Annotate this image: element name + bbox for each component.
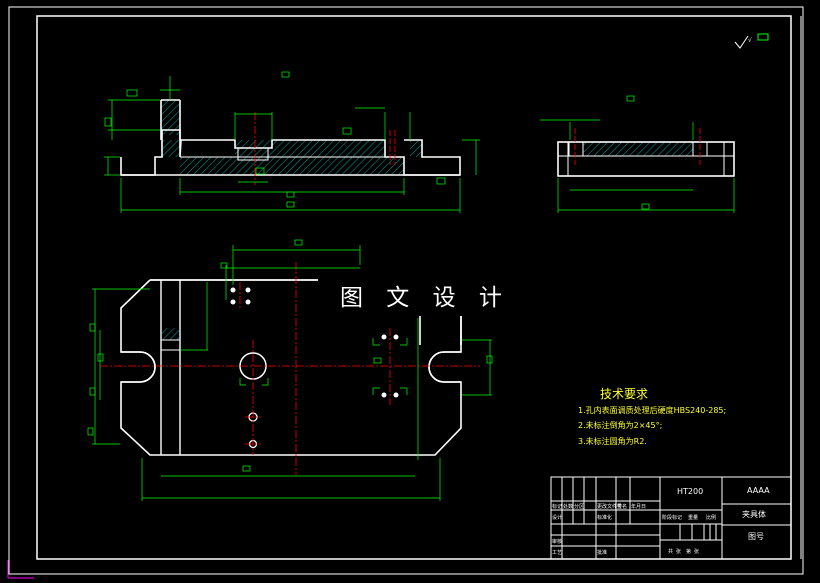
tb-label-signature: 签名 <box>617 504 628 510</box>
tb-label-change-doc: 更改文件号 <box>597 504 623 510</box>
sheet-border <box>8 6 804 575</box>
part-name: 夹具体 <box>742 510 766 519</box>
title-block <box>550 476 792 560</box>
tb-label-number: 第 <box>686 549 692 555</box>
tb-label-design: 设计 <box>552 515 563 521</box>
tb-label-zone: 分区 <box>574 504 585 510</box>
roughness-symbol: √ <box>734 35 752 49</box>
side-section-view <box>540 95 735 213</box>
tb-label-date: 年月日 <box>631 504 647 510</box>
tech-req-item-3: 3.未标注圆角为R2. <box>578 437 647 446</box>
watermark-text: 图 文 设 计 <box>340 285 510 311</box>
front-section-view <box>104 71 480 213</box>
project-label: AAAA <box>747 486 770 495</box>
tech-req-item-2: 2.未标注倒角为2×45°; <box>578 421 663 430</box>
tb-label-count: 处数 <box>563 504 574 510</box>
tb-label-standard: 标准化 <box>597 515 613 521</box>
tb-label-mark: 标记 <box>552 504 563 510</box>
tb-label-scale: 比例 <box>706 515 717 521</box>
tb-label-sheets: 张 <box>676 549 682 555</box>
tb-label-approve: 批准 <box>597 550 608 556</box>
material-label: HT200 <box>677 487 704 496</box>
svg-text:√: √ <box>748 37 752 44</box>
tb-label-sheet: 张 <box>694 549 700 555</box>
tb-label-total: 共 <box>668 549 674 555</box>
tb-label-stage: 阶段标记 <box>662 515 683 521</box>
tech-req-item-1: 1.孔内表面调质处理后硬度HBS240-285; <box>578 406 727 415</box>
tb-label-process: 工艺 <box>552 550 563 556</box>
top-view <box>87 239 493 501</box>
tb-label-review: 审核 <box>552 539 563 545</box>
ucs-icon <box>7 560 34 579</box>
tech-req-title: 技术要求 <box>600 387 649 401</box>
drawing-frame <box>36 15 792 560</box>
tb-label-weight: 重量 <box>688 515 699 521</box>
drawing-number-label: 图号 <box>748 532 764 541</box>
